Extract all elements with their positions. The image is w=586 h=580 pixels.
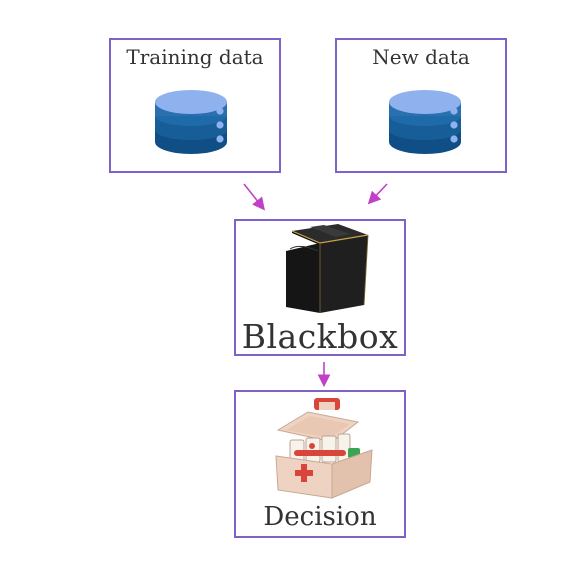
training-database-icon	[155, 90, 227, 154]
first-aid-kit-icon	[275, 398, 373, 499]
training-data-label: Training data	[126, 45, 264, 69]
decision-box: Decision	[234, 390, 406, 538]
new-data-box: New data	[335, 38, 507, 173]
blackbox-box: Blackbox	[234, 219, 406, 356]
new-data-label: New data	[372, 45, 470, 69]
new-database-icon	[389, 90, 461, 154]
blackbox-label: Blackbox	[241, 317, 399, 356]
training-data-box: Training data	[109, 38, 281, 173]
black-box-icon	[286, 224, 369, 313]
decision-label: Decision	[263, 502, 377, 532]
